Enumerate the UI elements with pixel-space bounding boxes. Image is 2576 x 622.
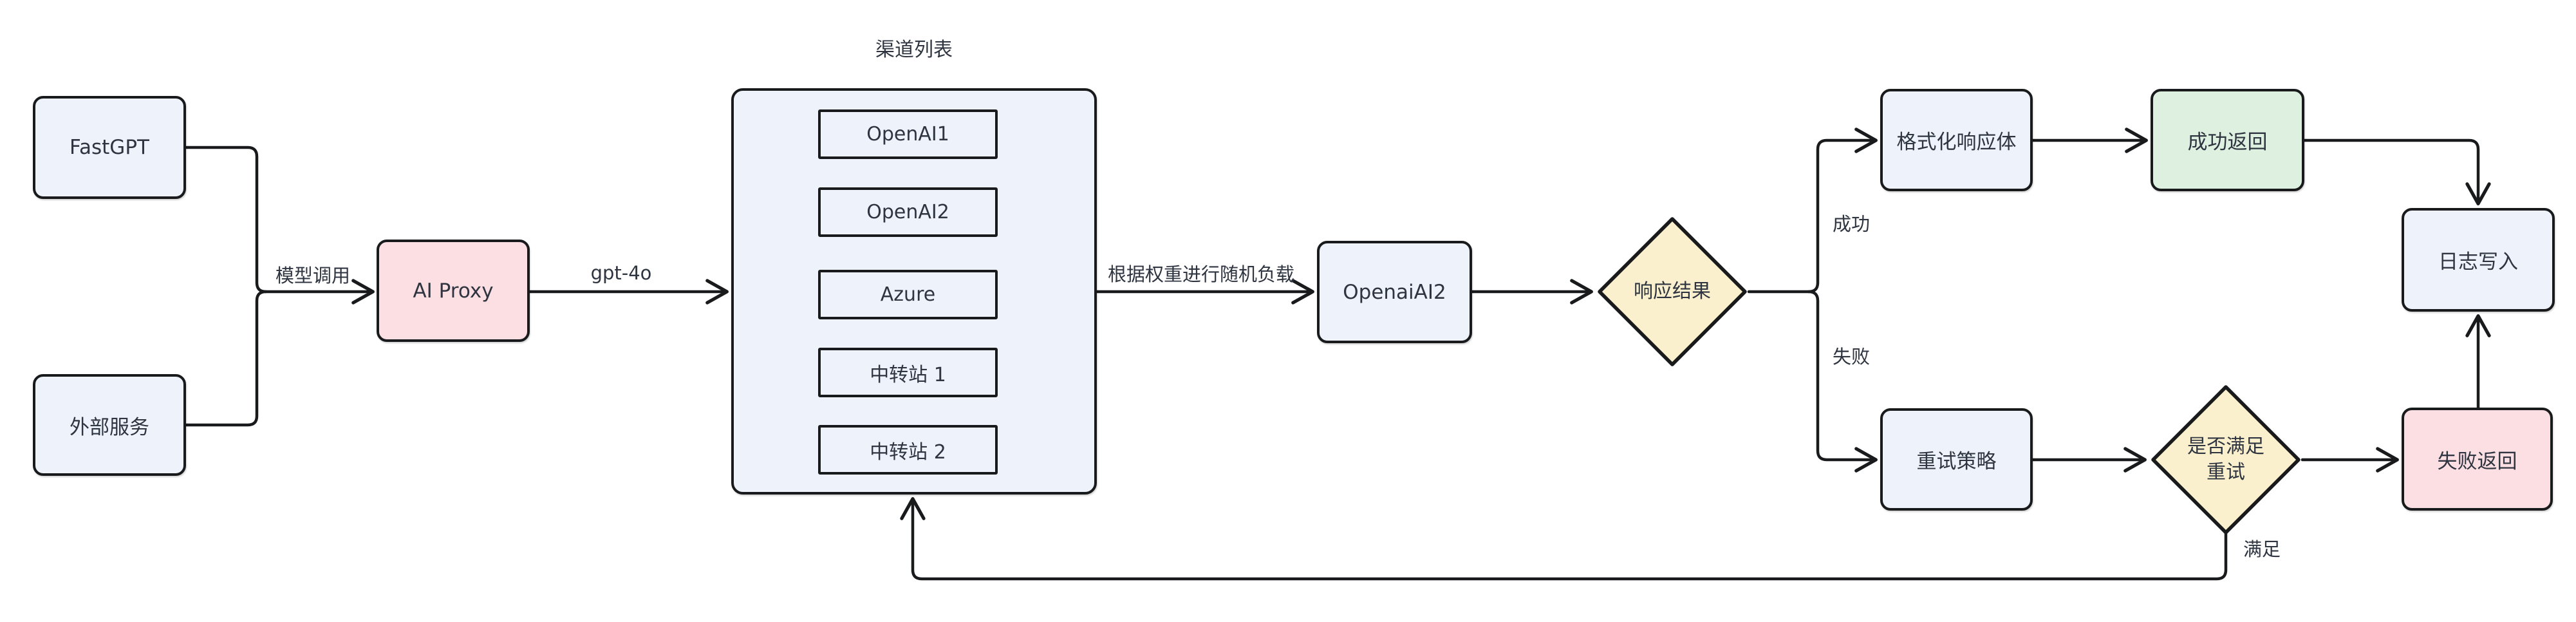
channel-list-title: 渠道列表	[875, 39, 953, 61]
channel-openai1-label: OpenAI1	[866, 123, 949, 146]
node-openai-ai2: OpenaiAI2	[1317, 241, 1472, 343]
decision-response-result-label: 响应结果	[1634, 279, 1711, 303]
node-fastgpt-label: FastGPT	[70, 136, 149, 159]
edge-label-success: 成功	[1832, 213, 1871, 235]
channel-azure: Azure	[818, 270, 998, 319]
node-openai-ai2-label: OpenaiAI2	[1343, 280, 1446, 304]
node-ai-proxy-label: AI Proxy	[413, 279, 494, 303]
edge-success-to-log	[2302, 138, 2491, 205]
channel-azure-label: Azure	[880, 283, 936, 306]
channel-relay1-label: 中转站 1	[870, 363, 946, 386]
edge-label-satisfied: 满足	[2243, 538, 2281, 560]
channel-relay1: 中转站 1	[818, 348, 998, 397]
node-format-response: 格式化响应体	[1880, 89, 2033, 191]
edge-external-to-aiproxy	[184, 290, 268, 427]
channel-relay2-label: 中转站 2	[870, 440, 946, 464]
node-fail-return: 失败返回	[2402, 408, 2553, 511]
node-log-write: 日志写入	[2402, 208, 2555, 312]
channel-openai2-label: OpenAI2	[866, 201, 949, 223]
decision-retry-check-label: 是否满足 重试	[2187, 435, 2264, 484]
node-format-response-label: 格式化响应体	[1896, 131, 2017, 154]
decision-response-result-shape	[1598, 217, 1747, 366]
node-success-return-label: 成功返回	[2187, 131, 2268, 154]
node-ai-proxy: AI Proxy	[377, 240, 530, 342]
decision-response-result: 响应结果	[1596, 215, 1749, 368]
node-success-return: 成功返回	[2151, 89, 2304, 191]
node-fail-return-label: 失败返回	[2437, 449, 2517, 473]
node-retry-strategy: 重试策略	[1880, 408, 2033, 511]
channel-list-container: OpenAI1 OpenAI2 Azure 中转站 1 中转站 2	[731, 88, 1097, 495]
channel-openai2: OpenAI2	[818, 187, 998, 237]
node-external-service: 外部服务	[33, 374, 186, 476]
node-retry-strategy-label: 重试策略	[1916, 450, 1997, 473]
node-log-write-label: 日志写入	[2438, 250, 2518, 274]
channel-relay2: 中转站 2	[818, 425, 998, 475]
node-external-service-label: 外部服务	[70, 415, 149, 439]
channel-openai1: OpenAI1	[818, 109, 998, 159]
node-fastgpt: FastGPT	[33, 96, 186, 199]
edge-label-model-call: 模型调用	[275, 265, 351, 287]
edge-label-gpt-4o: gpt-4o	[590, 262, 652, 284]
decision-retry-check: 是否满足 重试	[2149, 383, 2302, 536]
edge-retry-loop-to-channels	[900, 497, 2228, 581]
edge-result-fail-branch	[1807, 290, 1878, 473]
edge-label-fail: 失败	[1832, 346, 1871, 368]
edge-label-weighted-load: 根据权重进行随机负载	[1107, 263, 1295, 285]
decision-retry-check-shape	[2151, 385, 2301, 534]
